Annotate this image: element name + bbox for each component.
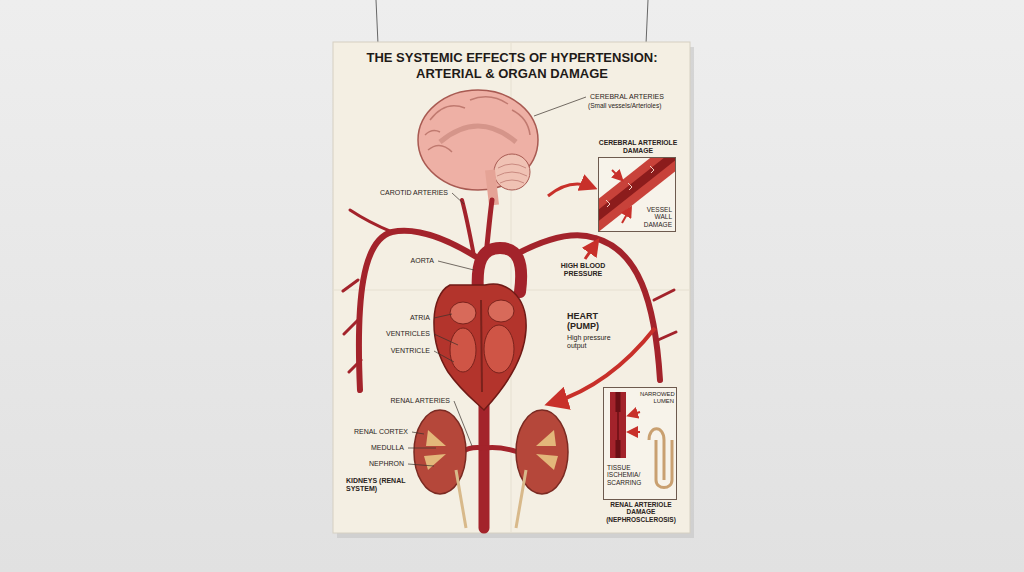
leader-line	[412, 432, 424, 434]
part-label: CAROTID ARTERIES	[380, 189, 448, 197]
leader-line	[408, 464, 434, 466]
leader-line	[438, 261, 474, 270]
part-label: VENTRICLES	[386, 330, 430, 338]
inset-label: TISSUE ISCHEMIA/ SCARRING	[607, 464, 651, 486]
part-label: MEDULLA	[371, 444, 404, 452]
arteries	[343, 200, 676, 528]
part-label: VENTRICLE	[391, 347, 430, 355]
poster	[333, 42, 690, 533]
arteries	[462, 448, 518, 453]
kidney	[424, 430, 446, 470]
pressure-arrow	[585, 243, 596, 259]
brain	[440, 126, 516, 142]
inset-art	[630, 412, 640, 415]
leader-line	[534, 97, 586, 116]
part-label: ATRIA	[410, 314, 430, 322]
heart	[434, 284, 526, 410]
poster	[333, 42, 694, 538]
arteries	[515, 235, 660, 380]
leader-line	[408, 97, 586, 466]
part-label: RENAL ARTERIES	[390, 397, 450, 405]
brain	[425, 97, 530, 152]
part-label: HIGH BLOOD PRESSURE	[555, 262, 611, 278]
inset-heading: CEREBRAL ARTERIOLE DAMAGE	[593, 139, 683, 155]
inset-label: NARROWED LUMEN	[640, 391, 674, 404]
arteries	[359, 231, 478, 390]
arteries	[479, 400, 490, 528]
brain	[418, 90, 538, 190]
heart	[450, 302, 476, 324]
hanging-string	[376, 0, 648, 44]
leader-line	[454, 401, 472, 446]
leader-line	[434, 314, 452, 318]
brain	[418, 90, 538, 205]
brain	[494, 154, 530, 190]
poster-title: THE SYSTEMIC EFFECTS OF HYPERTENSION: AR…	[341, 50, 683, 82]
kidney	[536, 430, 558, 470]
brain	[497, 164, 527, 183]
hanging-string	[646, 0, 648, 44]
arteries	[343, 210, 392, 372]
heart	[450, 328, 476, 372]
inset-art	[630, 431, 640, 433]
part-label: HEART (PUMP)	[567, 311, 611, 332]
heart	[484, 325, 514, 373]
part-label: CEREBRAL ARTERIES	[590, 93, 664, 101]
kidney	[414, 410, 568, 528]
arteries	[654, 290, 676, 340]
part-label: KIDNEYS (RENAL SYSTEM)	[346, 477, 420, 493]
part-label: NEPHRON	[369, 460, 404, 468]
inset-art	[649, 429, 672, 488]
inset-box: CEREBRAL ARTERIOLE DAMAGEVESSEL WALL DAM…	[598, 157, 676, 232]
inset-art	[606, 166, 654, 207]
inset-art	[585, 143, 690, 500]
part-label: AORTA	[411, 257, 434, 265]
leader-line	[452, 193, 464, 204]
kidney	[456, 470, 526, 528]
heart	[481, 300, 482, 392]
hanging-string	[376, 0, 378, 44]
leader-line	[408, 448, 436, 449]
inset-art	[617, 412, 619, 440]
inset-art	[616, 392, 621, 458]
inset-art	[603, 387, 677, 500]
pressure-arrow	[548, 184, 592, 196]
inset-box: NARROWED LUMENTISSUE ISCHEMIA/ SCARRINGR…	[603, 387, 677, 500]
part-label: High pressure output	[567, 334, 619, 350]
heart	[434, 284, 526, 410]
inset-art	[622, 209, 630, 223]
leader-line	[434, 351, 454, 362]
inset-caption: RENAL ARTERIOLE DAMAGE (NEPHROSCLEROSIS)	[596, 501, 686, 523]
leader-line	[434, 334, 458, 345]
inset-art	[612, 170, 621, 179]
part-label: (Small vessels/Arterioles)	[588, 102, 661, 109]
part-label: RENAL CORTEX	[354, 428, 408, 436]
inset-art	[610, 392, 626, 458]
inset-label: VESSEL WALL DAMAGE	[635, 206, 673, 228]
heart	[488, 300, 514, 322]
